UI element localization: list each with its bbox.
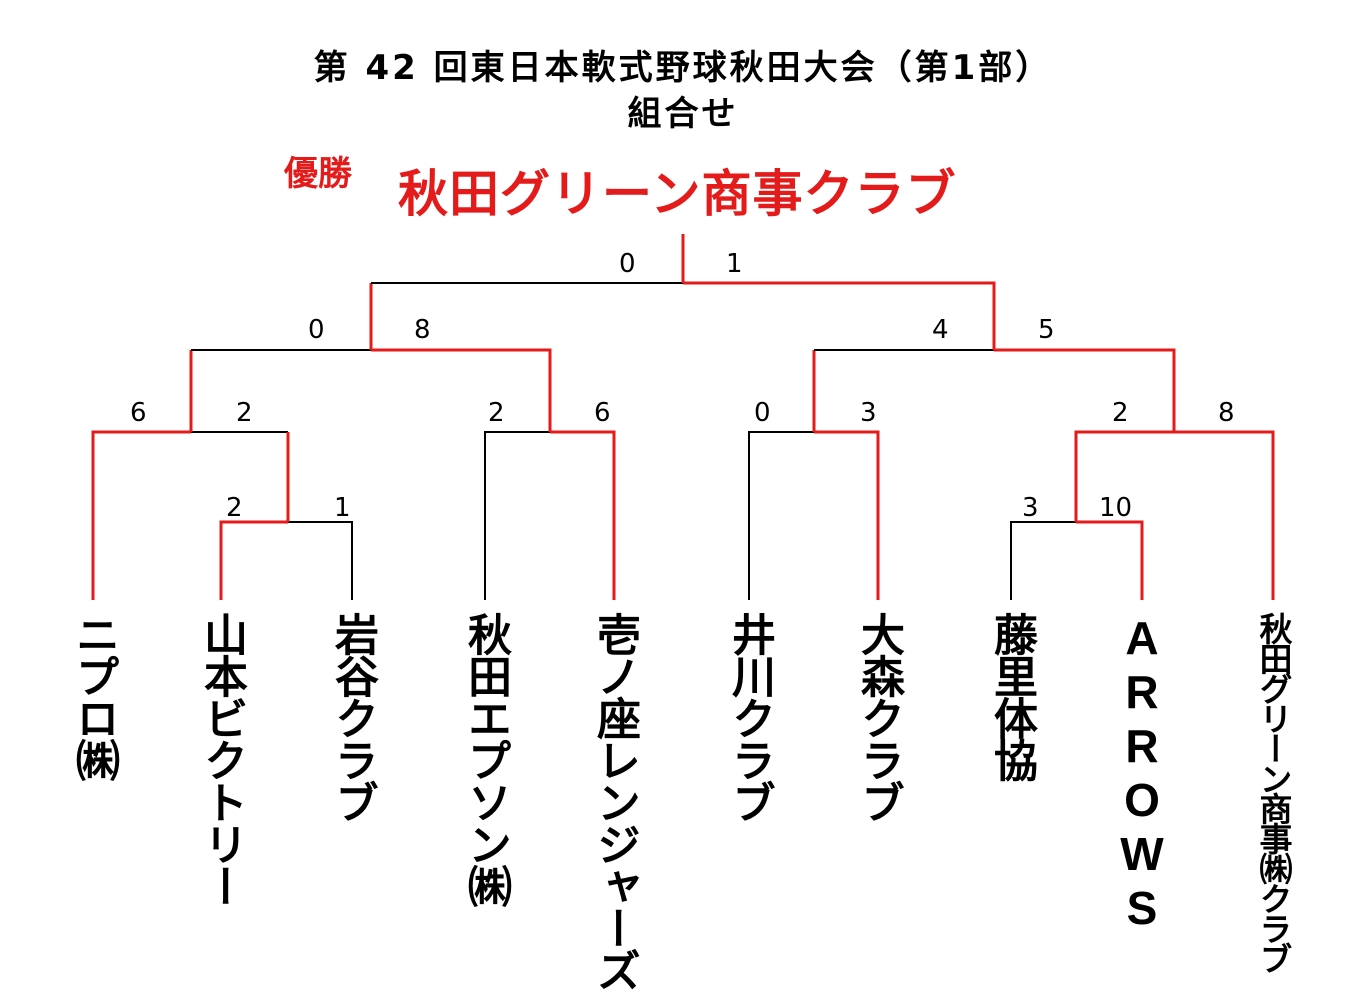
- tournament-subtitle: 組合せ: [627, 94, 739, 134]
- score: 3: [1022, 493, 1039, 523]
- team-name: 壱ノ座レンジャーズ: [589, 612, 640, 990]
- champion-name: 秋田グリーン商事クラブ: [398, 165, 957, 223]
- score: 2: [488, 398, 505, 428]
- score: 0: [308, 315, 325, 345]
- bracket-line: [683, 281, 996, 350]
- score: 5: [1038, 315, 1055, 345]
- bracket-line: [550, 430, 616, 600]
- team-name: 井川クラブ: [724, 612, 775, 822]
- bracket-line: [371, 348, 552, 432]
- bracket-line: [1174, 430, 1275, 600]
- score: 2: [1112, 398, 1129, 428]
- score: 2: [236, 398, 253, 428]
- bracket-line: [91, 430, 191, 600]
- team-name: 大森クラブ: [853, 612, 904, 822]
- team-name: 藤里体協: [986, 612, 1037, 780]
- score: 6: [594, 398, 611, 428]
- score: 4: [932, 315, 949, 345]
- score: 1: [726, 249, 743, 279]
- bracket-line: [288, 521, 353, 600]
- team-name: 秋田グリーン商事㈱クラブ: [1254, 612, 1293, 972]
- bracket-line: [1010, 521, 1076, 600]
- team-name: ARROWS: [1116, 612, 1168, 936]
- score: 2: [226, 493, 243, 523]
- bracket-line: [1076, 520, 1144, 600]
- team-name: 秋田エプソン㈱: [460, 612, 511, 906]
- score: 10: [1099, 493, 1132, 523]
- score: 0: [619, 249, 636, 279]
- bracket-line: [994, 348, 1176, 432]
- bracket-line: [814, 430, 880, 600]
- team-name: 岩谷クラブ: [327, 612, 378, 822]
- bracket-line: [484, 431, 550, 600]
- team-name: 山本ビクトリー: [196, 612, 247, 906]
- team-name: ニプロ㈱: [68, 612, 119, 780]
- bracket-line: [1074, 430, 1174, 522]
- score: 8: [414, 315, 431, 345]
- tournament-title: 第 42 回東日本軟式野球秋田大会（第1部）: [313, 48, 1053, 88]
- tournament-bracket: 2 1 3 10 6 2 2 6 0 3 2 8 0 8 4 5 0 1: [91, 234, 1275, 600]
- score: 0: [754, 398, 771, 428]
- score: 8: [1218, 398, 1235, 428]
- champion-label: 優勝: [284, 154, 352, 194]
- score: 6: [130, 398, 147, 428]
- score: 3: [860, 398, 877, 428]
- bracket-line: [748, 431, 814, 600]
- score: 1: [334, 493, 351, 523]
- bracket-line: [219, 520, 288, 600]
